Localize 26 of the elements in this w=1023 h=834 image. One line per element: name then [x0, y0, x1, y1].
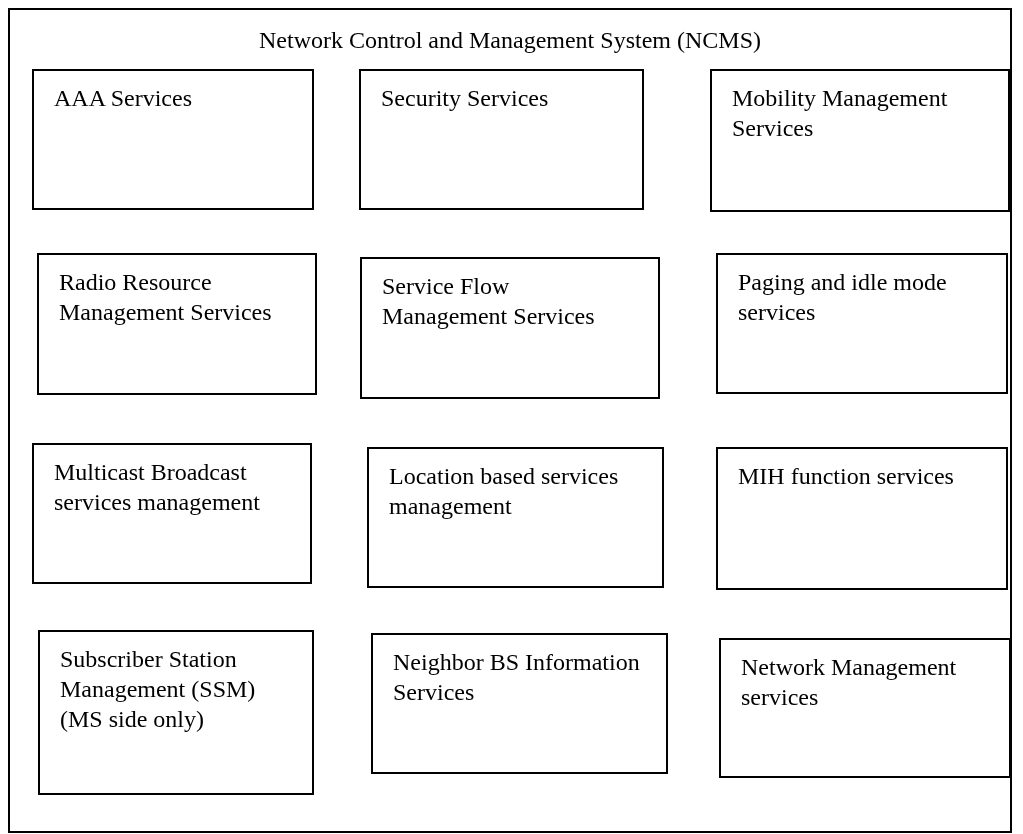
service-label: Network Management services	[740, 653, 958, 712]
service-label: AAA Services	[53, 84, 193, 113]
service-label: Paging and idle mode services	[737, 268, 948, 327]
service-box	[710, 69, 1010, 212]
service-label: MIH function services	[737, 462, 955, 491]
frame-title: Network Control and Management System (NCMS)	[258, 26, 762, 54]
service-label: Location based services management	[388, 462, 620, 521]
service-box	[716, 253, 1008, 394]
service-box	[367, 447, 664, 588]
service-box	[359, 69, 644, 210]
system-frame	[8, 8, 1012, 833]
service-box	[719, 638, 1011, 778]
service-box	[37, 253, 317, 395]
service-box	[38, 630, 314, 795]
service-label: Security Services	[380, 84, 550, 113]
service-box	[32, 443, 312, 584]
service-box	[32, 69, 314, 210]
service-label: Subscriber Station Management (SSM) (MS side only)	[59, 645, 257, 734]
service-box	[716, 447, 1008, 590]
service-label: Mobility Management Services	[731, 84, 949, 143]
service-label: Radio Resource Management Services	[58, 268, 273, 327]
service-label: Neighbor BS Information Services	[392, 648, 641, 707]
service-box	[360, 257, 660, 399]
service-label: Multicast Broadcast services management	[53, 458, 261, 517]
service-box	[371, 633, 668, 774]
service-label: Service Flow Management Services	[381, 272, 596, 331]
